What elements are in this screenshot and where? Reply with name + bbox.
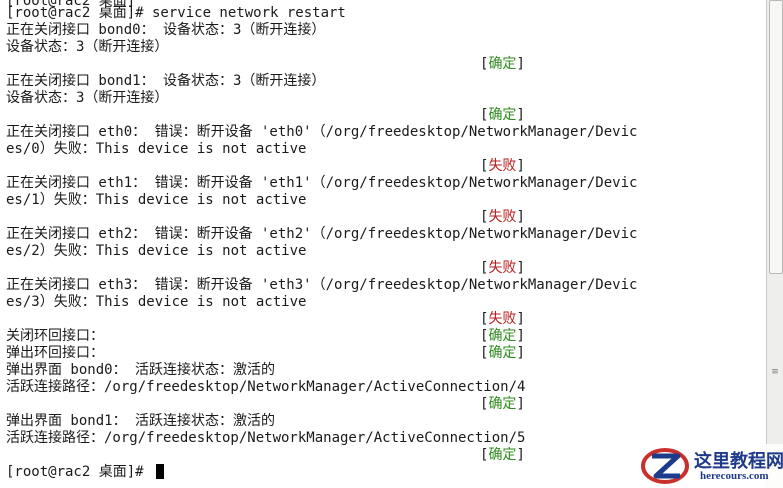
terminal-line: 设备状态：3（断开连接） [6,90,169,106]
terminal-prompt-line[interactable]: [root@rac2 桌面]# [6,464,165,481]
status-ok: [确定] [480,345,525,361]
status-fail: [失败] [480,209,525,225]
status-ok: [确定] [480,107,525,123]
terminal-line: 弹出环回接口： [6,345,104,361]
terminal-line: 正在关闭接口 bond0： 设备状态：3（断开连接） [6,22,326,38]
watermark-title: 这里教程网 [694,451,783,472]
terminal-line: 正在关闭接口 eth2： 错误：断开设备 'eth2'（/org/freedes… [6,226,638,242]
terminal-window[interactable]: [root@rac2 桌面] [root@rac2 桌面]# service n… [0,0,766,488]
terminal-line: es/1）失败：This device is not active [6,192,307,208]
status-ok: [确定] [480,396,525,412]
terminal-line: 弹出界面 bond1： 活跃连接状态：激活的 [6,413,276,429]
status-ok: [确定] [480,56,525,72]
terminal-line: es/3）失败：This device is not active [6,294,307,310]
status-ok: [确定] [480,328,525,344]
terminal-line: 设备状态：3（断开连接） [6,39,169,55]
terminal-line: 关闭环回接口： [6,328,104,344]
status-ok: [确定] [480,447,525,463]
status-fail: [失败] [480,158,525,174]
terminal-line: 弹出界面 bond0： 活跃连接状态：激活的 [6,362,276,378]
terminal-line: 活跃连接路径：/org/freedesktop/NetworkManager/A… [6,430,526,446]
terminal-line: 正在关闭接口 eth1： 错误：断开设备 'eth1'（/org/freedes… [6,175,638,191]
site-watermark: 这里教程网 herecours.com [636,444,783,488]
scrollbar-thumb[interactable] [769,0,783,274]
shell-prompt: [root@rac2 桌面]# [6,464,153,480]
scrollbar-grip-icon: ≡ [771,367,779,377]
terminal-line: es/0）失败：This device is not active [6,141,307,157]
terminal-line: 正在关闭接口 bond1： 设备状态：3（断开连接） [6,73,326,89]
terminal-line: 正在关闭接口 eth0： 错误：断开设备 'eth0'（/org/freedes… [6,124,638,140]
status-fail: [失败] [480,260,525,276]
terminal-line: [root@rac2 桌面]# service network restart [6,5,346,21]
terminal-line: 正在关闭接口 eth3： 错误：断开设备 'eth3'（/org/freedes… [6,277,638,293]
watermark-site: herecours.com [700,470,769,482]
vertical-scrollbar[interactable]: ≡ [766,0,783,488]
terminal-line: 活跃连接路径：/org/freedesktop/NetworkManager/A… [6,379,526,395]
status-fail: [失败] [480,311,525,327]
terminal-line-partial: [root@rac2 桌面] [6,0,136,9]
watermark-logo-icon [641,448,689,484]
terminal-line: es/2）失败：This device is not active [6,243,307,259]
text-cursor [156,464,165,479]
